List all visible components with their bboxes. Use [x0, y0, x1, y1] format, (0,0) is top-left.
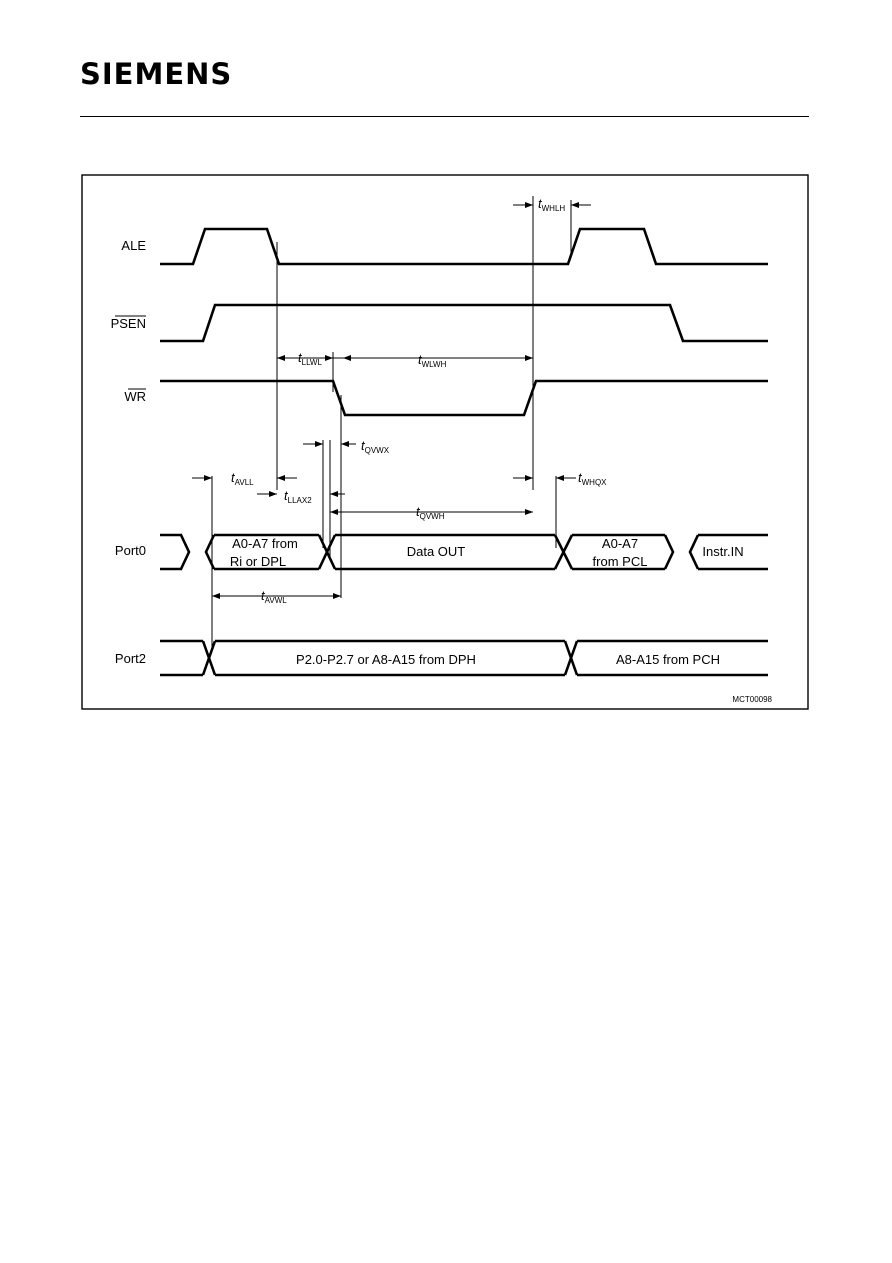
header-rule — [80, 116, 809, 117]
port0-bus — [160, 533, 768, 571]
port0-data-out: Data OUT — [407, 544, 466, 559]
port2-bus — [160, 639, 768, 677]
timing-label-avwl: tAVWL — [261, 588, 287, 605]
timing-label-qvwh: tQVWH — [416, 504, 445, 521]
ale-waveform — [160, 227, 768, 266]
signal-label-psen: PSEN — [111, 316, 146, 331]
timing-label-llwl: tLLWL — [298, 350, 322, 367]
signal-label-ale: ALE — [121, 238, 146, 253]
timing-label-llax2: tLLAX2 — [284, 488, 312, 505]
timing-label-qvwx: tQVWX — [361, 438, 390, 455]
timing-label-whlh: tWHLH — [538, 196, 565, 213]
figure-code: MCT00098 — [732, 695, 772, 704]
signal-label-port2: Port2 — [115, 651, 146, 666]
port2-dph-label: P2.0-P2.7 or A8-A15 from DPH — [296, 652, 476, 667]
wr-waveform — [160, 379, 768, 417]
signal-label-wr: WR — [124, 389, 146, 404]
port0-pcl-line2: from PCL — [593, 554, 648, 569]
siemens-logo: SIEMENS — [80, 57, 233, 91]
timing-label-avll: tAVLL — [231, 470, 254, 487]
port0-addr-line1: A0-A7 from — [232, 536, 298, 551]
port0-addr-line2: Ri or DPL — [230, 554, 286, 569]
port0-pcl-line1: A0-A7 — [602, 536, 638, 551]
dimension-arrows — [192, 202, 591, 599]
reference-lines — [211, 196, 572, 650]
timing-label-wlwh: tWLWH — [418, 352, 447, 369]
timing-label-whqx: tWHQX — [578, 470, 607, 487]
psen-waveform — [160, 303, 768, 343]
port0-instr-in: Instr.IN — [702, 544, 743, 559]
signal-label-port0: Port0 — [115, 543, 146, 558]
port2-pch-label: A8-A15 from PCH — [616, 652, 720, 667]
diagram-frame — [81, 174, 809, 710]
